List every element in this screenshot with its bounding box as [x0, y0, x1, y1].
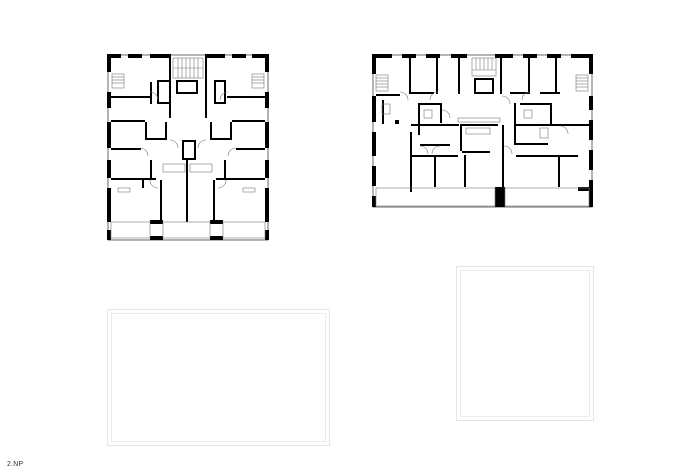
sheet-label: 2.NP [7, 461, 24, 468]
footprint-outline-a [107, 309, 330, 446]
footprint-outline-b [456, 266, 594, 421]
footprint-inner-b [460, 270, 590, 417]
footprint-inner-a [111, 313, 326, 442]
